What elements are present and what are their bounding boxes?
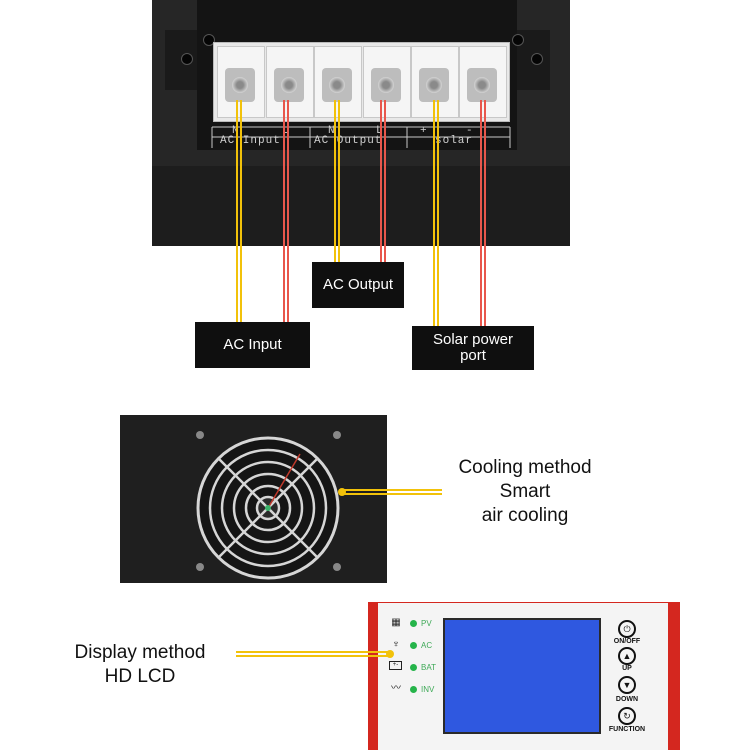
wire-ac-input-n: [240, 100, 242, 322]
wire-ac-output-l: [380, 100, 382, 262]
terminal-label-l: L: [376, 125, 384, 137]
function-button[interactable]: ↻: [618, 707, 636, 725]
callout-ac-input: AC Input: [195, 322, 310, 368]
wire-solar-plus: [433, 100, 435, 326]
callout-solar-line2: port: [460, 347, 486, 364]
group-label-solar: solar: [435, 135, 474, 147]
lcd-screen: [443, 618, 601, 734]
callout-ac-input-text: AC Input: [223, 336, 282, 353]
cooling-line3: air cooling: [481, 505, 569, 526]
wire-ac-input-l: [287, 100, 289, 322]
screw-bolt-icon: [378, 77, 394, 93]
led-ac: [410, 642, 417, 649]
fan-grille-icon: [196, 436, 340, 580]
screw-icon: [181, 53, 193, 65]
indicator-label-bat: BAT: [421, 663, 436, 672]
screw-bolt-icon: [426, 77, 442, 93]
power-icon: ⏻: [623, 623, 631, 634]
terminal-label-n: N: [328, 125, 336, 137]
up-button[interactable]: ▲: [618, 647, 636, 665]
screw-icon: [333, 431, 341, 439]
terminal-label-l: L: [282, 125, 290, 137]
terminal-solar-minus: [459, 46, 507, 118]
screw-icon: [196, 563, 204, 571]
inverter-front-face: [152, 166, 570, 246]
up-icon: ▲: [622, 651, 632, 661]
display-caption: Display method HD LCD: [50, 641, 230, 689]
pylon-icon: ♆: [392, 639, 400, 650]
group-label-ac-input: AC Input: [220, 135, 281, 147]
screw-bolt-icon: [329, 77, 345, 93]
screw-icon: [333, 563, 341, 571]
screw-icon: [512, 34, 524, 46]
terminal-label-strip: N L N L + - AC Input AC Output solar: [210, 120, 512, 148]
cooling-caption: Cooling method Smart air cooling: [440, 456, 610, 528]
screw-bolt-icon: [281, 77, 297, 93]
callout-ac-output: AC Output: [312, 262, 404, 308]
indicator-label-inv: INV: [421, 685, 435, 694]
display-pointer-line: [236, 650, 394, 658]
down-button[interactable]: ▼: [618, 676, 636, 694]
function-icon: ↻: [623, 710, 631, 721]
wire-ac-input-n: [236, 100, 238, 322]
callout-solar-line1: Solar power: [432, 331, 514, 348]
wire-solar-minus: [480, 100, 482, 326]
indicator-label-ac: AC: [421, 641, 433, 650]
screw-icon: [203, 34, 215, 46]
screw-icon: [196, 431, 204, 439]
button-label-up: UP: [622, 665, 632, 672]
callout-solar: Solar power port: [412, 326, 534, 370]
indicator-label-pv: PV: [421, 619, 432, 628]
battery-icon: +-: [389, 661, 402, 670]
wire-solar-minus: [484, 100, 486, 326]
cooling-line1: Cooling method: [458, 457, 592, 478]
led-pv: [410, 620, 417, 627]
display-line2: HD LCD: [104, 666, 176, 687]
callout-ac-output-text: AC Output: [322, 276, 394, 293]
wire-ac-output-n: [334, 100, 336, 262]
terminal-label-n: N: [232, 125, 240, 137]
wire-ac-output-n: [338, 100, 340, 262]
wire-solar-plus: [437, 100, 439, 326]
cooling-line2: Smart: [499, 481, 551, 502]
wave-icon: 〰: [391, 683, 401, 694]
button-label-function: FUNCTION: [608, 726, 646, 733]
wire-ac-input-l: [283, 100, 285, 322]
screw-bolt-icon: [474, 77, 490, 93]
down-icon: ▼: [622, 680, 632, 690]
button-label-onoff: ON/OFF: [613, 638, 641, 645]
power-button[interactable]: ⏻: [618, 620, 636, 638]
wire-ac-output-l: [384, 100, 386, 262]
terminal-label-plus: +: [420, 125, 428, 137]
button-label-down: DOWN: [615, 696, 639, 703]
screw-icon: [531, 53, 543, 65]
terminal-label-minus: -: [466, 125, 474, 137]
group-label-ac-output: AC Output: [314, 135, 383, 147]
display-line1: Display method: [74, 642, 206, 663]
screw-bolt-icon: [232, 77, 248, 93]
led-bat: [410, 664, 417, 671]
led-inv: [410, 686, 417, 693]
solar-panel-icon: ▦: [391, 617, 401, 628]
fan-pointer-line: [338, 488, 442, 496]
